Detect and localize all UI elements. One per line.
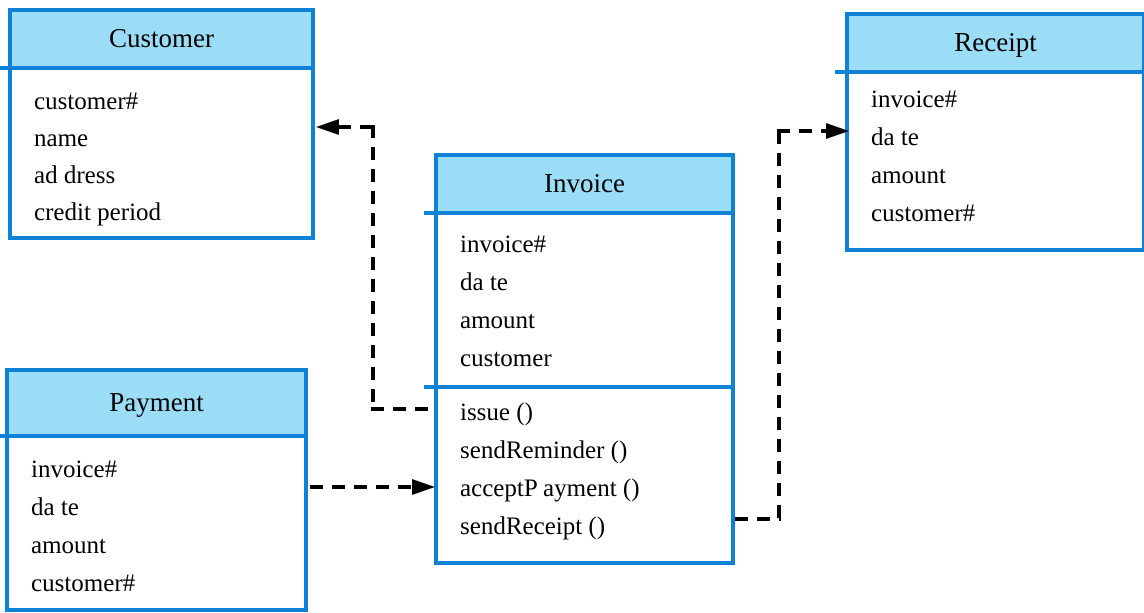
attribute: invoice#: [31, 456, 118, 483]
attributes-section-receipt: invoice# da te amount customer#: [849, 74, 1142, 248]
attribute: customer#: [871, 200, 976, 227]
arrowhead-into-invoice: [412, 479, 435, 495]
connector-invoice-receipt-segment: [777, 131, 781, 521]
attribute: customer#: [31, 570, 136, 597]
attribute: amount: [460, 307, 535, 334]
attributes-section-customer: customer# name ad dress credit period: [12, 70, 311, 236]
class-header-payment: Payment: [9, 372, 304, 438]
divider-overshoot: [424, 211, 436, 215]
connector-payment-invoice-segment: [310, 485, 412, 489]
class-header-receipt: Receipt: [849, 16, 1142, 74]
connector-invoice-customer-segment: [371, 407, 434, 411]
attribute: name: [34, 125, 89, 152]
class-box-invoice: Invoice invoice# da te amount customer i…: [424, 153, 735, 565]
class-name-payment: Payment: [109, 387, 204, 417]
class-header-customer: Customer: [12, 12, 311, 70]
class-name-receipt: Receipt: [954, 27, 1037, 57]
class-name-invoice: Invoice: [544, 168, 625, 198]
method: sendReminder (): [460, 437, 628, 464]
divider-overshoot: [835, 70, 847, 74]
attributes-section-payment: invoice# da te amount customer#: [9, 438, 304, 608]
arrowhead-into-customer: [316, 119, 339, 135]
attribute: amount: [31, 532, 106, 559]
method: issue (): [460, 399, 533, 426]
method: sendReceipt (): [460, 513, 606, 540]
attributes-section-invoice: invoice# da te amount customer: [438, 215, 731, 385]
attribute: da te: [460, 269, 508, 296]
class-box-payment: Payment invoice# da te amount customer#: [0, 368, 308, 612]
attribute: da te: [31, 494, 79, 521]
divider-overshoot: [0, 434, 7, 438]
attribute: customer#: [34, 88, 139, 115]
attribute: invoice#: [460, 231, 547, 258]
methods-section-invoice: issue () sendReminder () acceptP ayment …: [438, 385, 731, 561]
arrowhead-into-receipt: [826, 123, 849, 139]
attribute: invoice#: [871, 86, 958, 113]
attribute: ad dress: [34, 162, 116, 189]
attribute: credit period: [34, 199, 162, 226]
method: acceptP ayment (): [460, 475, 640, 502]
attribute: customer: [460, 345, 552, 372]
connector-invoice-customer-segment: [338, 125, 375, 129]
class-box-customer: Customer customer# name ad dress credit …: [0, 8, 315, 240]
class-box-receipt: Receipt invoice# da te amount customer#: [835, 12, 1144, 252]
connector-invoice-customer-segment: [371, 125, 375, 411]
divider-overshoot: [424, 385, 436, 389]
attribute: da te: [871, 124, 919, 151]
attribute: amount: [871, 162, 946, 189]
class-header-invoice: Invoice: [438, 157, 731, 215]
connector-invoice-receipt-segment: [735, 517, 781, 521]
class-name-customer: Customer: [109, 23, 214, 53]
connector-invoice-receipt-segment: [777, 129, 827, 133]
divider-overshoot: [0, 66, 10, 70]
